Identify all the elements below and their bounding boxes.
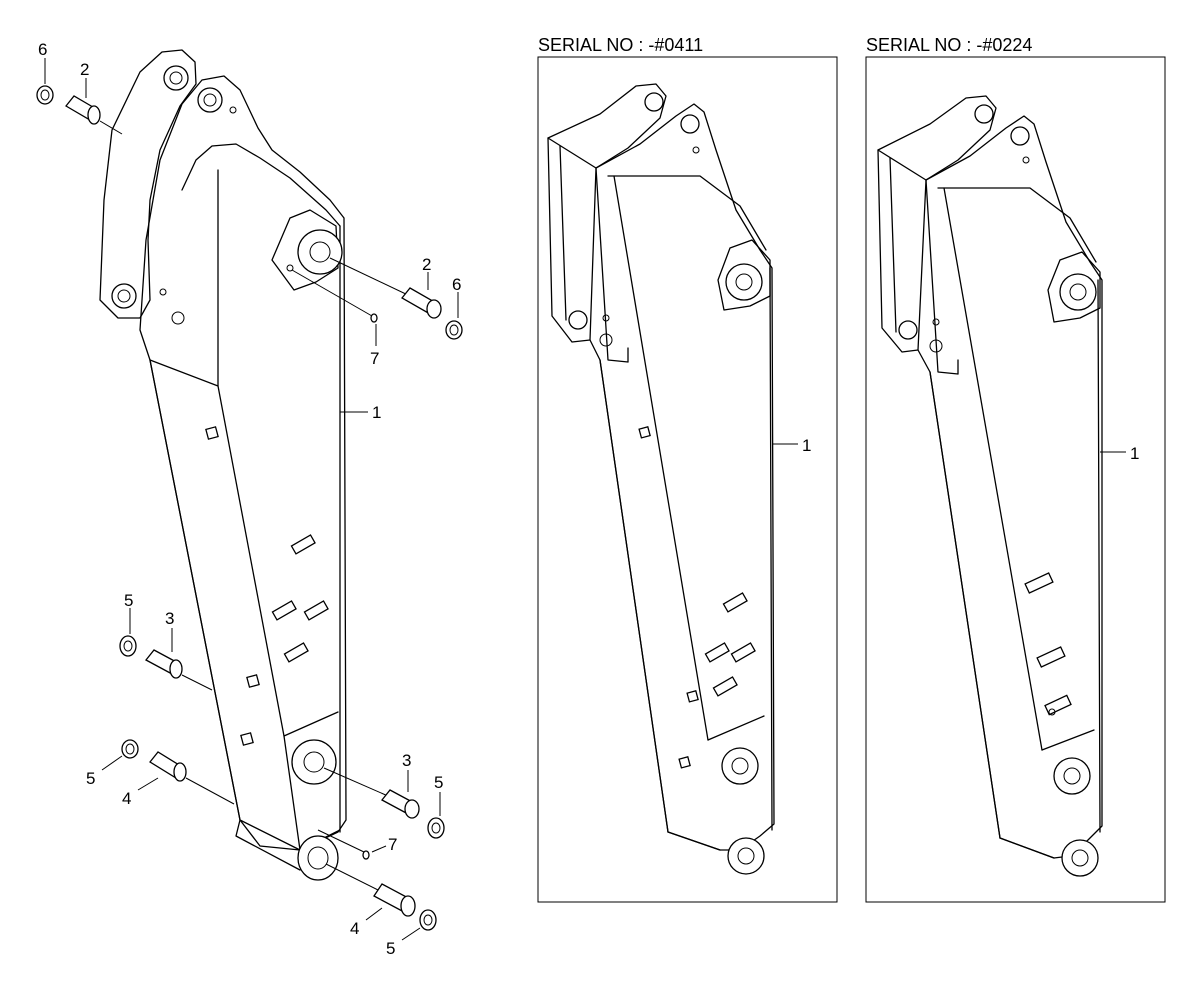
exploded-parts bbox=[36, 58, 463, 941]
main-callouts: 6 2 2 6 7 1 5 3 5 4 3 5 7 4 5 bbox=[38, 40, 461, 958]
part-5-shim-left-low bbox=[121, 739, 139, 759]
callout-5: 5 bbox=[386, 939, 395, 958]
callout-4: 4 bbox=[350, 919, 359, 938]
callout-1: 1 bbox=[1130, 444, 1139, 463]
callout-7: 7 bbox=[388, 835, 397, 854]
callout-2: 2 bbox=[422, 255, 431, 274]
serial-label-a: SERIAL NO : -#0411 bbox=[538, 35, 703, 55]
callout-3: 3 bbox=[165, 609, 174, 628]
callout-6: 6 bbox=[38, 40, 47, 59]
callout-5: 5 bbox=[124, 591, 133, 610]
main-arm-assembly bbox=[99, 49, 347, 881]
part-7-grease-top bbox=[370, 313, 378, 323]
part-6-shim-right bbox=[445, 320, 463, 340]
callout-1: 1 bbox=[802, 436, 811, 455]
callout-3: 3 bbox=[402, 751, 411, 770]
part-5-shim-left-mid bbox=[119, 635, 137, 657]
variant-a-panel: SERIAL NO : -#0411 bbox=[537, 35, 838, 903]
callout-1: 1 bbox=[372, 403, 381, 422]
part-5-shim-right-mid bbox=[427, 817, 445, 839]
variant-a-frame bbox=[537, 56, 838, 903]
variant-b-frame bbox=[865, 56, 1166, 903]
callout-7: 7 bbox=[370, 349, 379, 368]
serial-label-b: SERIAL NO : -#0224 bbox=[866, 35, 1032, 55]
variant-b-panel: SERIAL NO : -#0224 1 bbox=[865, 35, 1166, 903]
callout-2: 2 bbox=[80, 60, 89, 79]
part-7-grease-bottom bbox=[362, 850, 370, 860]
part-5-shim-bottom bbox=[419, 909, 437, 931]
callout-5: 5 bbox=[86, 769, 95, 788]
callout-6: 6 bbox=[452, 275, 461, 294]
callout-4: 4 bbox=[122, 789, 131, 808]
part-6-shim-top bbox=[36, 85, 54, 105]
callout-5: 5 bbox=[434, 773, 443, 792]
